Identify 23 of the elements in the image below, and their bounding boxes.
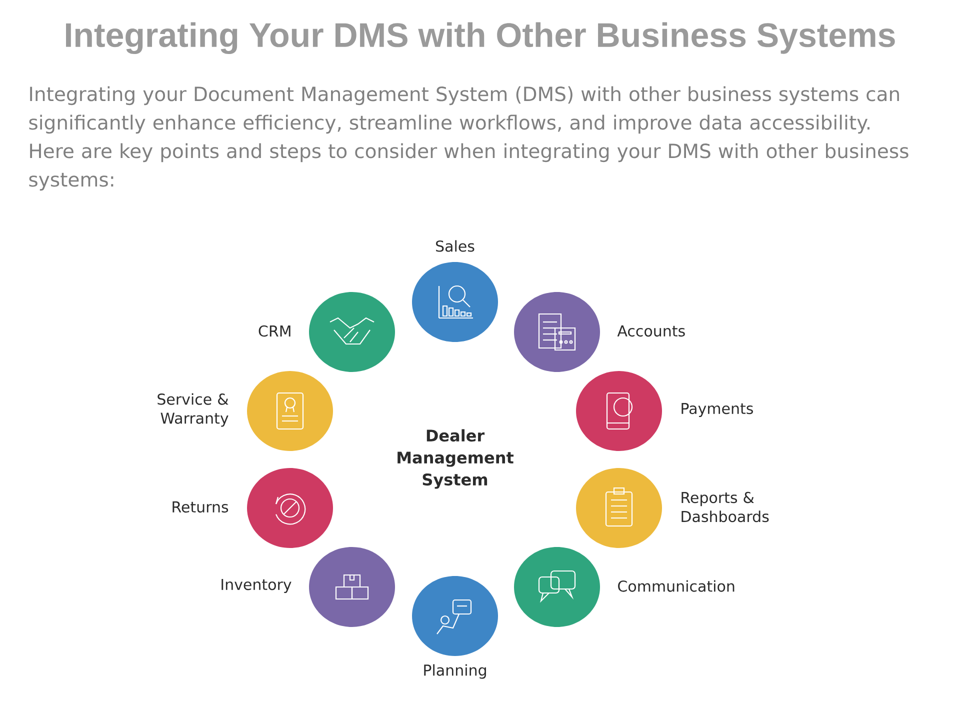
category-label: Inventory (222, 578, 292, 594)
category-circle (412, 262, 498, 342)
category-label: Returns (172, 501, 228, 513)
category-label: Accounts (617, 325, 685, 337)
slide-title: Integrating Your DMS with Other Business Systems (66, 22, 895, 54)
category-circle (514, 292, 600, 372)
category-circle (514, 547, 600, 627)
category-label: Communication (618, 580, 734, 592)
category-circle (247, 468, 333, 548)
category-circle (309, 292, 395, 372)
intro-paragraph: Integrating your Document Management System (DMS) with other business systems can significantly enhance efficiency, streamline workflows, and improve data accessibility. Here are key points and steps to consider when integrating your DMS with other business systems: (29, 86, 908, 191)
category-label: Service & Warranty (158, 393, 228, 427)
category-label: Payments (682, 402, 753, 418)
category-circle (309, 547, 395, 627)
center-label: Dealer Management System (398, 429, 514, 489)
category-circle (576, 468, 662, 548)
category-circle (247, 371, 333, 451)
category-label: Reports & Dashboards (682, 492, 769, 522)
category-label: Planning (424, 664, 486, 679)
category-circle (412, 576, 498, 656)
category-circle (576, 371, 662, 451)
category-label: Sales (436, 240, 474, 252)
category-label: CRM (258, 325, 290, 337)
